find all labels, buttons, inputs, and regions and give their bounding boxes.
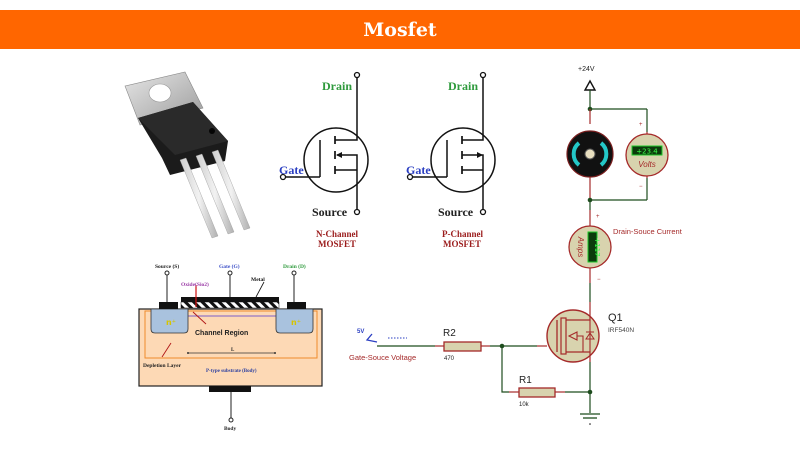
n-plus-label: n⁺ — [166, 318, 176, 327]
q1-ref: Q1 — [608, 312, 623, 324]
dc-motor — [566, 130, 614, 178]
ammeter-minus: − — [597, 277, 601, 283]
r1-value: 10k — [519, 402, 530, 408]
input-voltage-label: 5V — [357, 329, 364, 335]
channel-region-label: Channel Region — [195, 330, 248, 337]
channel-type-label: P-Channel — [442, 229, 484, 239]
gate-source-input: 5V Gate-Souce Voltage — [349, 329, 416, 362]
source-label: Source — [312, 205, 348, 219]
drain-label: Drain (D) — [283, 263, 306, 270]
source-terminal — [479, 208, 487, 216]
source-n-plus-well — [150, 308, 189, 334]
drain-terminal — [291, 270, 297, 276]
source-terminal — [353, 208, 361, 216]
depletion-layer-label: Depletion Layer — [143, 363, 182, 369]
n-channel-symbol: Drain Gate Source N-Channel MOSFET — [279, 71, 369, 249]
drain-label: Drain — [448, 79, 478, 93]
ammeter-reading: +117 — [593, 237, 601, 256]
ammeter: + − +117 Amps Drain-Souce Current — [568, 214, 683, 283]
voltmeter: + − +23.4 Volts — [625, 122, 669, 190]
voltmeter-unit: Volts — [638, 160, 656, 169]
r2-value: 470 — [444, 356, 455, 362]
package-leads — [179, 149, 251, 239]
ammeter-unit: Amps — [576, 236, 585, 257]
substrate-label: P-type substrate (Body) — [206, 369, 257, 374]
gate-metal — [181, 297, 279, 302]
drain-source-current-label: Drain-Souce Current — [613, 227, 683, 236]
mounting-hole — [148, 83, 172, 103]
drain-label: Drain — [322, 79, 352, 93]
voltmeter-reading: +23.4 — [636, 148, 658, 156]
oxide-label: Oxide(Sio2) — [181, 281, 209, 288]
source-terminal — [164, 270, 170, 276]
metal-label: Metal — [251, 277, 265, 283]
drain-terminal — [479, 71, 487, 79]
source-contact — [159, 302, 178, 309]
body-contact — [209, 386, 251, 392]
r1-ref: R1 — [519, 375, 532, 386]
channel-type-label: N-Channel — [316, 229, 359, 239]
voltmeter-plus: + — [639, 122, 643, 128]
gate-terminal — [279, 173, 287, 181]
body-terminal — [228, 417, 234, 423]
mosfet-type-label: MOSFET — [443, 239, 481, 249]
transistor-body — [303, 127, 369, 193]
transistor-body — [430, 127, 496, 193]
n-plus-label: n⁺ — [291, 318, 301, 327]
voltmeter-display — [631, 145, 663, 156]
gate-terminal — [227, 270, 233, 276]
title-banner: Mosfet — [0, 10, 800, 49]
gate-label: Gate — [279, 163, 304, 177]
ammeter-plus: + — [596, 214, 600, 220]
page-title: Mosfet — [363, 18, 437, 41]
gate-source-voltage-label: Gate-Souce Voltage — [349, 353, 416, 362]
drain-terminal — [353, 71, 361, 79]
gate-terminal — [406, 173, 414, 181]
r2-ref: R2 — [443, 328, 456, 339]
q1-part: IRF540N — [608, 327, 634, 334]
mosfet-package-photo — [124, 71, 251, 239]
gate-label: Gate (G) — [219, 263, 240, 270]
ammeter-display — [587, 231, 598, 263]
gate-label: Gate — [406, 163, 431, 177]
length-label: L — [231, 348, 235, 353]
ground-icon — [580, 413, 600, 425]
mosfet-type-label: MOSFET — [318, 239, 356, 249]
body-label: Body — [224, 426, 236, 432]
drain-contact — [287, 302, 306, 309]
q1-mosfet: Q1 IRF540N — [546, 309, 634, 363]
mosfet-cross-section: n⁺ n⁺ Source (S) Gate (G) Drain (D) Meta… — [138, 263, 323, 432]
p-channel-symbol: Drain Gate Source P-Channel MOSFET — [406, 71, 496, 249]
drain-n-plus-well — [275, 308, 314, 334]
supply-terminal-icon — [583, 79, 597, 91]
supply-label: +24V — [578, 66, 595, 73]
source-label: Source (S) — [155, 263, 179, 270]
source-label: Source — [438, 205, 474, 219]
voltmeter-minus: − — [639, 184, 643, 190]
r1-resistor: R1 10k — [518, 375, 556, 408]
r2-resistor: R2 470 — [443, 328, 482, 362]
depletion-layer-boundary — [144, 310, 318, 359]
test-circuit: +24V + − +23.4 Volts — [349, 66, 683, 425]
